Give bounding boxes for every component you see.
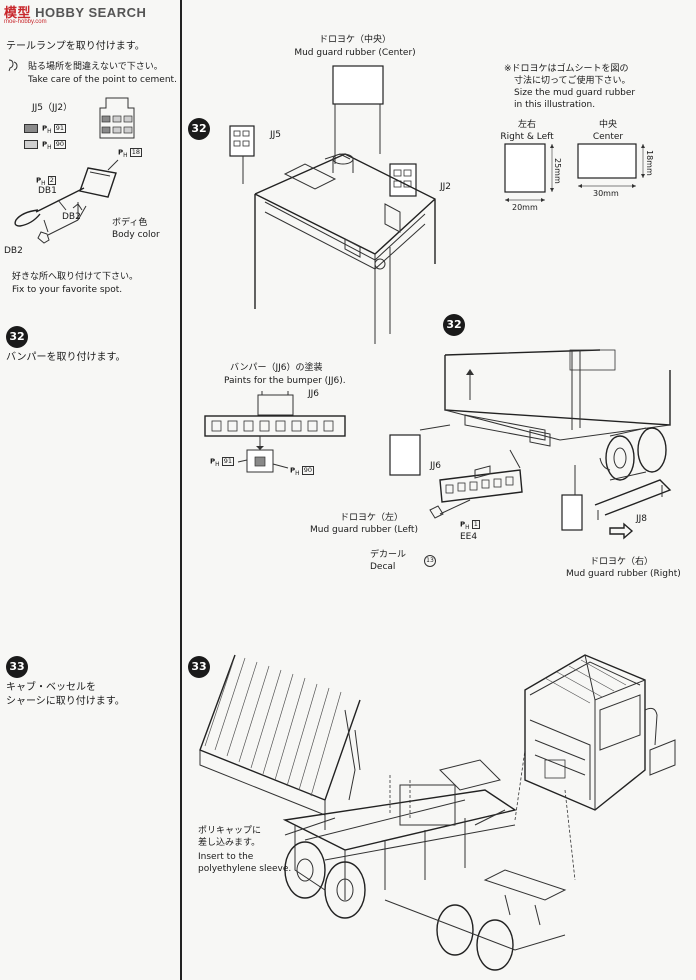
- swatch-light: [24, 140, 38, 149]
- tail-assembly-drawing: [229, 65, 436, 344]
- size-rl-en: Right & Left: [500, 132, 554, 142]
- poly-en-l1: Insert to the: [198, 852, 254, 862]
- swatch-light-ph: PH 90: [42, 140, 67, 151]
- bumper-paint-en: Paints for the bumper (JJ6).: [224, 376, 346, 386]
- mud-left-en: Mud guard rubber (Left): [310, 525, 418, 535]
- size-w-rl: 20mm: [512, 203, 538, 212]
- step-32b-badge: 32: [443, 314, 465, 336]
- db2-label-a: DB2: [62, 212, 81, 222]
- db2-label-b: DB2: [4, 246, 23, 256]
- db1-label: DB1: [38, 186, 57, 196]
- decal-en: Decal: [370, 562, 396, 572]
- size-note-l1: ※ドロヨケはゴムシートを図の: [504, 64, 629, 74]
- poly-en-l2: polyethylene sleeve.: [198, 864, 292, 874]
- bumper-paint-jp: バンパー（JJ6）の塗装: [230, 363, 323, 373]
- column-divider: [180, 0, 182, 980]
- swatch-dark: [24, 124, 38, 133]
- cab-chassis-assembly-drawing: [199, 654, 676, 971]
- shovel-drawing: [14, 159, 119, 244]
- size-c-en: Center: [592, 132, 624, 142]
- logo-brand-b: HOBBY SEARCH: [35, 5, 147, 20]
- bumper-jj6-label: JJ6: [430, 461, 442, 471]
- size-diagram: [504, 143, 645, 202]
- cement-icon: [8, 59, 18, 72]
- shovel-ph: PH 18: [118, 148, 143, 159]
- mud-center-jp: ドロヨケ（中央）: [318, 35, 391, 45]
- step-33-badge-left: 33: [6, 656, 28, 678]
- taillamp-part-drawing: [99, 97, 135, 139]
- body-color-jp: ボディ色: [112, 218, 148, 228]
- decal-number: 13: [424, 555, 436, 567]
- caution-en: Take care of the point to cement.: [28, 75, 177, 85]
- mud-center-en: Mud guard rubber (Center): [294, 48, 416, 58]
- size-note-l4: in this illustration.: [514, 100, 596, 110]
- step-32-badge-left: 32: [6, 326, 28, 348]
- logo-sub: moe-hobby.com: [4, 19, 47, 25]
- fix-en: Fix to your favorite spot.: [12, 285, 123, 295]
- logo-brand-a: 模型: [4, 5, 32, 20]
- size-note-l3: Size the mud guard rubber: [514, 88, 636, 98]
- body-color-en: Body color: [112, 230, 160, 240]
- step-32a-badge: 32: [188, 118, 210, 140]
- mud-right-jp: ドロヨケ（右）: [590, 557, 654, 567]
- jj2-label: JJ2: [440, 182, 452, 192]
- size-c-jp: 中央: [598, 120, 617, 130]
- poly-jp-l1: ポリキャップに: [198, 826, 262, 836]
- swatch-dark-ph: PH 91: [42, 124, 67, 135]
- size-w-c: 30mm: [593, 189, 619, 198]
- bumper-ph-91: PH 91: [210, 457, 235, 468]
- bumper-paint-drawing: [204, 391, 346, 473]
- taillamp-title: テールランプを取り付けます。: [6, 41, 145, 52]
- fix-jp: 好きな所へ取り付けて下さい。: [12, 272, 139, 282]
- mud-right-en: Mud guard rubber (Right): [566, 569, 681, 579]
- step-32-title: バンパーを取り付けます。: [6, 352, 126, 363]
- poly-jp-l2: 差し込みます。: [198, 838, 261, 848]
- size-h-c: 18mm: [645, 150, 654, 176]
- jj5-jj2-label: JJ5（JJ2）: [32, 103, 73, 113]
- size-rl-jp: 左右: [517, 120, 536, 130]
- jj8-label: JJ8: [636, 514, 648, 524]
- site-logo: 模型 HOBBY SEARCH: [4, 2, 146, 21]
- ee4-label: EE4: [460, 532, 478, 542]
- db1-ph: PH 2: [36, 176, 56, 187]
- step-33-title-l1: キャブ・ベッセルを: [6, 682, 96, 693]
- size-h-rl: 25mm: [553, 158, 562, 184]
- bumper-ph-90: PH 90: [290, 466, 315, 477]
- ee4-ph: PH 1: [460, 520, 480, 531]
- step-33-badge-right: 33: [188, 656, 210, 678]
- decal-jp: デカール: [370, 550, 407, 560]
- mud-left-jp: ドロヨケ（左）: [340, 513, 404, 523]
- caution-jp: 貼る場所を間違えないで下さい。: [28, 62, 163, 72]
- jj5-label: JJ5: [270, 130, 282, 140]
- bumper-part-jj6: JJ6: [308, 389, 320, 399]
- size-note-l2: 寸法に切ってご使用下さい。: [514, 76, 631, 86]
- step-33-title-l2: シャーシに取り付けます。: [6, 696, 125, 707]
- rear-bumper-assembly-drawing: [389, 349, 672, 540]
